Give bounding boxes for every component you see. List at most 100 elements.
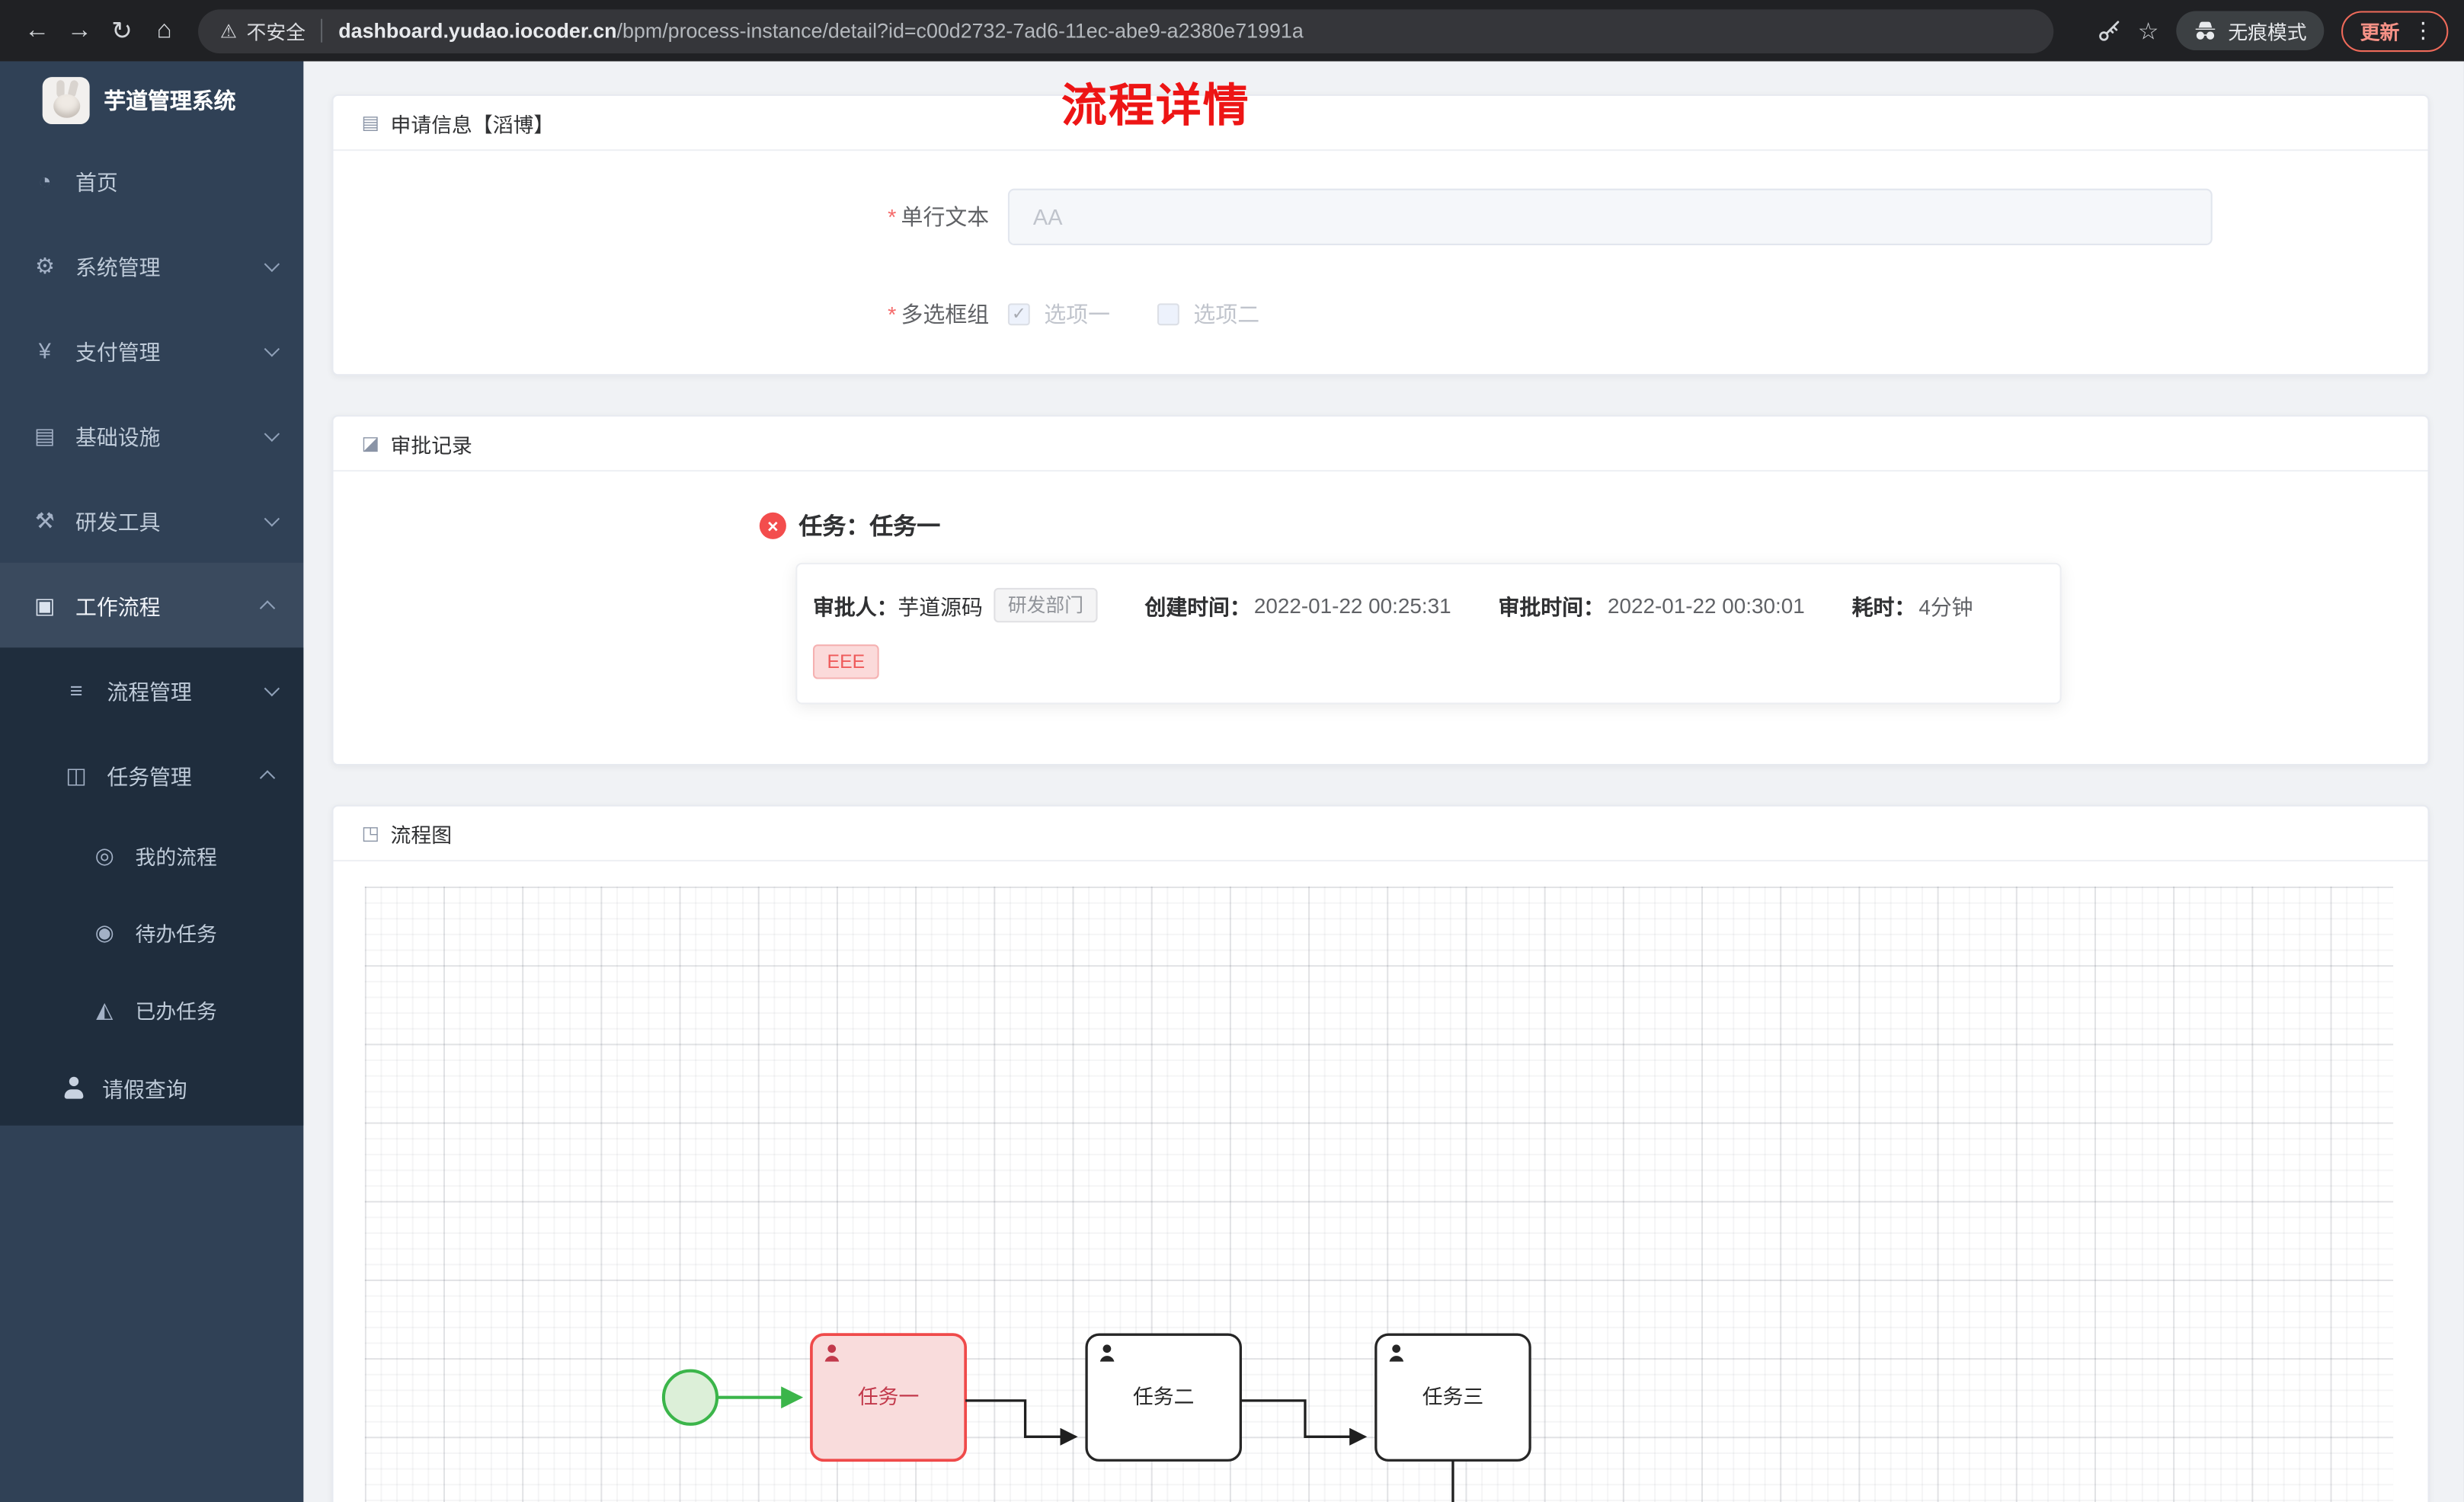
sidebar-item-label: 流程管理 [107, 680, 192, 705]
app-title: 芋道管理系统 [104, 87, 236, 113]
process-diagram-card-title: 流程图 [390, 823, 453, 847]
sidebar-item-label: 系统管理 [75, 256, 161, 280]
toolbar-right-cluster: ☆ 无痕模式 更新 ⋮ [2095, 10, 2449, 52]
chevron-down-icon [264, 425, 280, 441]
text-field-label: *单行文本 [888, 204, 990, 230]
security-warning-icon: ⚠ [219, 19, 238, 42]
document-icon: ▤ [361, 111, 380, 134]
my-process-icon: ◎ [94, 842, 114, 868]
person-icon [63, 1075, 85, 1098]
gear-icon: ⚙ [34, 252, 55, 278]
url-path: /bpm/process-instance/detail?id=c00d2732… [616, 18, 1304, 43]
bpmn-canvas[interactable]: 任务一 任务二 [364, 886, 2394, 1502]
bpmn-task-label: 任务一 [858, 1385, 919, 1408]
apply-info-card: ▤ 申请信息【滔博】 *单行文本 AA *多选框组 ✓ 选项一 [331, 94, 2430, 376]
user-task-icon [824, 1344, 840, 1362]
approval-timeline: × 任务：任务一 审批人： 芋道源码 研发部门 创建时间： [334, 471, 2428, 764]
home-icon[interactable]: ⌂ [156, 16, 172, 43]
address-bar[interactable]: ⚠ 不安全 dashboard.yudao.iocoder.cn/bpm/pro… [198, 8, 2054, 53]
bpmn-flow-task2-to-task3 [1240, 1399, 1368, 1446]
checkbox-group: ✓ 选项一 选项二 [1007, 286, 1259, 343]
yen-icon: ¥ [38, 337, 51, 363]
sidebar-item-todo-tasks[interactable]: ◉ 待办任务 [0, 894, 303, 971]
bpmn-task-label: 任务三 [1422, 1385, 1483, 1408]
sidebar-item-label: 请假查询 [102, 1077, 187, 1101]
workflow-submenu: ≡ 流程管理 ◫ 任务管理 ◎ 我的流程 ◉ 待 [0, 647, 304, 1126]
duration-group: 耗时： 4分钟 [1852, 590, 1973, 621]
apply-info-card-title: 申请信息【滔博】 [390, 112, 555, 136]
approval-record-card-title: 审批记录 [390, 433, 472, 457]
bpmn-task-label: 任务二 [1133, 1385, 1194, 1408]
duration-value: 4分钟 [1918, 596, 1973, 620]
checkbox-field-label: *多选框组 [888, 302, 990, 328]
sidebar-item-task-mgmt[interactable]: ◫ 任务管理 [0, 733, 303, 817]
incognito-badge: 无痕模式 [2176, 11, 2325, 51]
approver-label: 审批人： [812, 596, 898, 620]
approval-comment-row: EEE [812, 644, 2028, 679]
list-icon: ≡ [69, 677, 83, 703]
reload-icon[interactable]: ↻ [111, 18, 133, 45]
sidebar-item-label: 基础设施 [75, 426, 161, 450]
forward-icon[interactable]: → [66, 16, 92, 43]
approve-time-label: 审批时间： [1498, 596, 1605, 620]
bpmn-task-2[interactable]: 任务二 [1085, 1333, 1242, 1462]
key-icon[interactable] [2095, 18, 2120, 43]
sidebar-item-payment[interactable]: ¥ 支付管理 [0, 308, 303, 393]
url-domain: dashboard.yudao.iocoder.cn [338, 18, 617, 43]
eye-icon: ◉ [94, 919, 114, 945]
sidebar: 芋道管理系统 ◔ 首页 ⚙ 系统管理 ¥ 支付管理 ▤ [0, 61, 304, 1502]
approval-record-card: ◪ 审批记录 × 任务：任务一 审批人： 芋道源码 研发部门 [331, 414, 2430, 766]
back-icon[interactable]: ← [24, 16, 50, 43]
approval-meta-row: 审批人： 芋道源码 研发部门 创建时间： 2022-01-22 00:25:31… [812, 587, 2028, 623]
sidebar-item-process-mgmt[interactable]: ≡ 流程管理 [0, 647, 303, 732]
chevron-up-icon [259, 769, 276, 785]
bpmn-diagram: 任务一 任务二 [661, 1333, 1531, 1502]
sidebar-item-infrastructure[interactable]: ▤ 基础设施 [0, 393, 303, 478]
apply-form: *单行文本 AA *多选框组 ✓ 选项一 选项二 [334, 151, 2428, 374]
sidebar-item-workflow[interactable]: ▣ 工作流程 [0, 562, 304, 648]
create-time-label: 创建时间： [1144, 596, 1251, 620]
chevron-down-icon [264, 340, 280, 356]
department-tag: 研发部门 [994, 587, 1098, 623]
incognito-label: 无痕模式 [2228, 21, 2307, 44]
sidebar-item-done-tasks[interactable]: ◭ 已办任务 [0, 971, 303, 1048]
rejected-status-icon: × [759, 512, 786, 539]
bpmn-task-3[interactable]: 任务三 [1374, 1333, 1531, 1462]
sidebar-item-label: 首页 [75, 171, 118, 195]
sidebar-item-home[interactable]: ◔ 首页 [0, 139, 303, 223]
security-label: 不安全 [246, 21, 306, 44]
approve-time-value: 2022-01-22 00:30:01 [1607, 593, 1805, 618]
update-label: 更新 [2360, 21, 2400, 44]
sidebar-item-label: 支付管理 [75, 340, 161, 365]
checkbox-option-1: ✓ 选项一 [1007, 299, 1110, 330]
sidebar-item-my-process[interactable]: ◎ 我的流程 [0, 817, 303, 894]
bpmn-task-1[interactable]: 任务一 [810, 1333, 968, 1462]
bpmn-start-event[interactable] [661, 1369, 719, 1426]
main-content: 流程详情 ▤ 申请信息【滔博】 *单行文本 AA *多选框组 [303, 61, 2464, 1502]
chrome-update-button[interactable]: 更新 ⋮ [2341, 10, 2449, 52]
app-shell: 芋道管理系统 ◔ 首页 ⚙ 系统管理 ¥ 支付管理 ▤ [0, 61, 2464, 1502]
approver-name: 芋道源码 [898, 596, 983, 620]
page-title: 流程详情 [1061, 81, 1250, 133]
browser-menu-icon[interactable]: ⋮ [2411, 17, 2434, 43]
required-mark: * [888, 302, 897, 328]
text-field-row: *单行文本 AA [334, 188, 2428, 245]
apply-info-card-header: ▤ 申请信息【滔博】 [333, 96, 2428, 152]
infrastructure-icon: ▤ [34, 422, 56, 448]
sidebar-item-system[interactable]: ⚙ 系统管理 [0, 223, 303, 308]
sidebar-item-leave-query[interactable]: 请假查询 [0, 1049, 303, 1126]
app-logo-row[interactable]: 芋道管理系统 [0, 61, 303, 138]
chevron-down-icon [264, 679, 280, 696]
sidebar-item-label: 我的流程 [135, 845, 217, 870]
process-diagram-card: ◳ 流程图 [331, 804, 2430, 1502]
bpmn-flow-task1-to-task2 [965, 1399, 1078, 1446]
sidebar-item-label: 研发工具 [75, 510, 161, 535]
approval-detail-card: 审批人： 芋道源码 研发部门 创建时间： 2022-01-22 00:25:31… [795, 562, 2062, 705]
done-icon: ◭ [96, 996, 114, 1022]
dashboard-icon: ◔ [38, 168, 52, 193]
bookmark-star-icon[interactable]: ☆ [2137, 18, 2159, 45]
org-icon: ◫ [66, 761, 87, 787]
sidebar-menu: ◔ 首页 ⚙ 系统管理 ¥ 支付管理 ▤ 基础设施 [0, 139, 304, 1126]
checkbox-field-row: *多选框组 ✓ 选项一 选项二 [334, 286, 2428, 343]
sidebar-item-devtools[interactable]: ⚒ 研发工具 [0, 478, 303, 562]
